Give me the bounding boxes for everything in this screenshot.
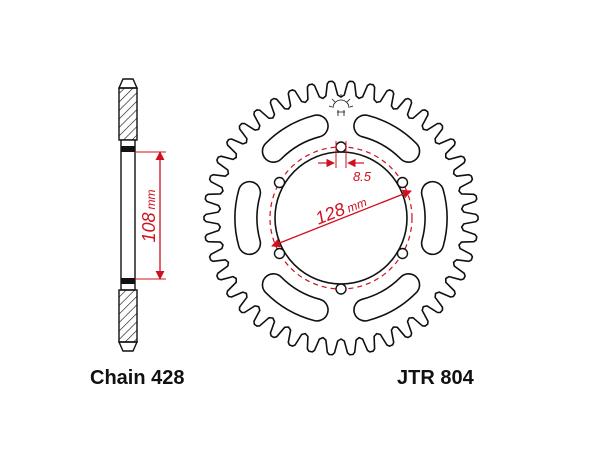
profile-dimension-unit: mm xyxy=(144,189,158,209)
profile-bottom-tip xyxy=(117,341,139,352)
lightening-cutout xyxy=(261,273,329,322)
profile-hole-bottom xyxy=(121,278,135,284)
bolt-hole xyxy=(396,247,409,260)
profile-upper-hatch xyxy=(118,87,138,141)
hole-dimension: 8.5 xyxy=(318,141,372,184)
bolt-hole xyxy=(335,141,347,153)
front-sprocket-view: 8.5 128mm xyxy=(203,80,479,356)
diameter-dimension-unit: mm xyxy=(345,195,369,215)
lightening-cutout xyxy=(420,180,448,256)
profile-top-tip xyxy=(117,78,139,89)
lightening-cutouts xyxy=(234,114,448,322)
bolt-hole xyxy=(273,247,286,260)
profile-dimension-label: 108 mm xyxy=(139,189,159,242)
lightening-cutout xyxy=(234,180,262,256)
profile-hole-top xyxy=(121,146,135,152)
bolt-hole xyxy=(396,176,409,189)
part-number-caption: JTR 804 xyxy=(397,367,475,389)
lightening-cutout xyxy=(353,114,421,163)
lightening-cutout xyxy=(353,273,421,322)
profile-plate xyxy=(120,139,136,291)
bolt-holes xyxy=(273,141,409,295)
profile-lower-hatch xyxy=(118,289,138,343)
hole-dimension-label: 8.5 xyxy=(353,169,372,184)
bolt-hole xyxy=(335,283,347,295)
bolt-hole xyxy=(273,176,286,189)
lightening-cutout xyxy=(261,114,329,163)
profile-dimension-value: 108 xyxy=(139,212,159,242)
chain-caption: Chain 428 xyxy=(90,367,184,389)
side-profile-view: 108 mm xyxy=(117,78,166,352)
profile-dimension: 108 mm xyxy=(135,151,166,280)
sun-logo-icon xyxy=(328,94,354,116)
